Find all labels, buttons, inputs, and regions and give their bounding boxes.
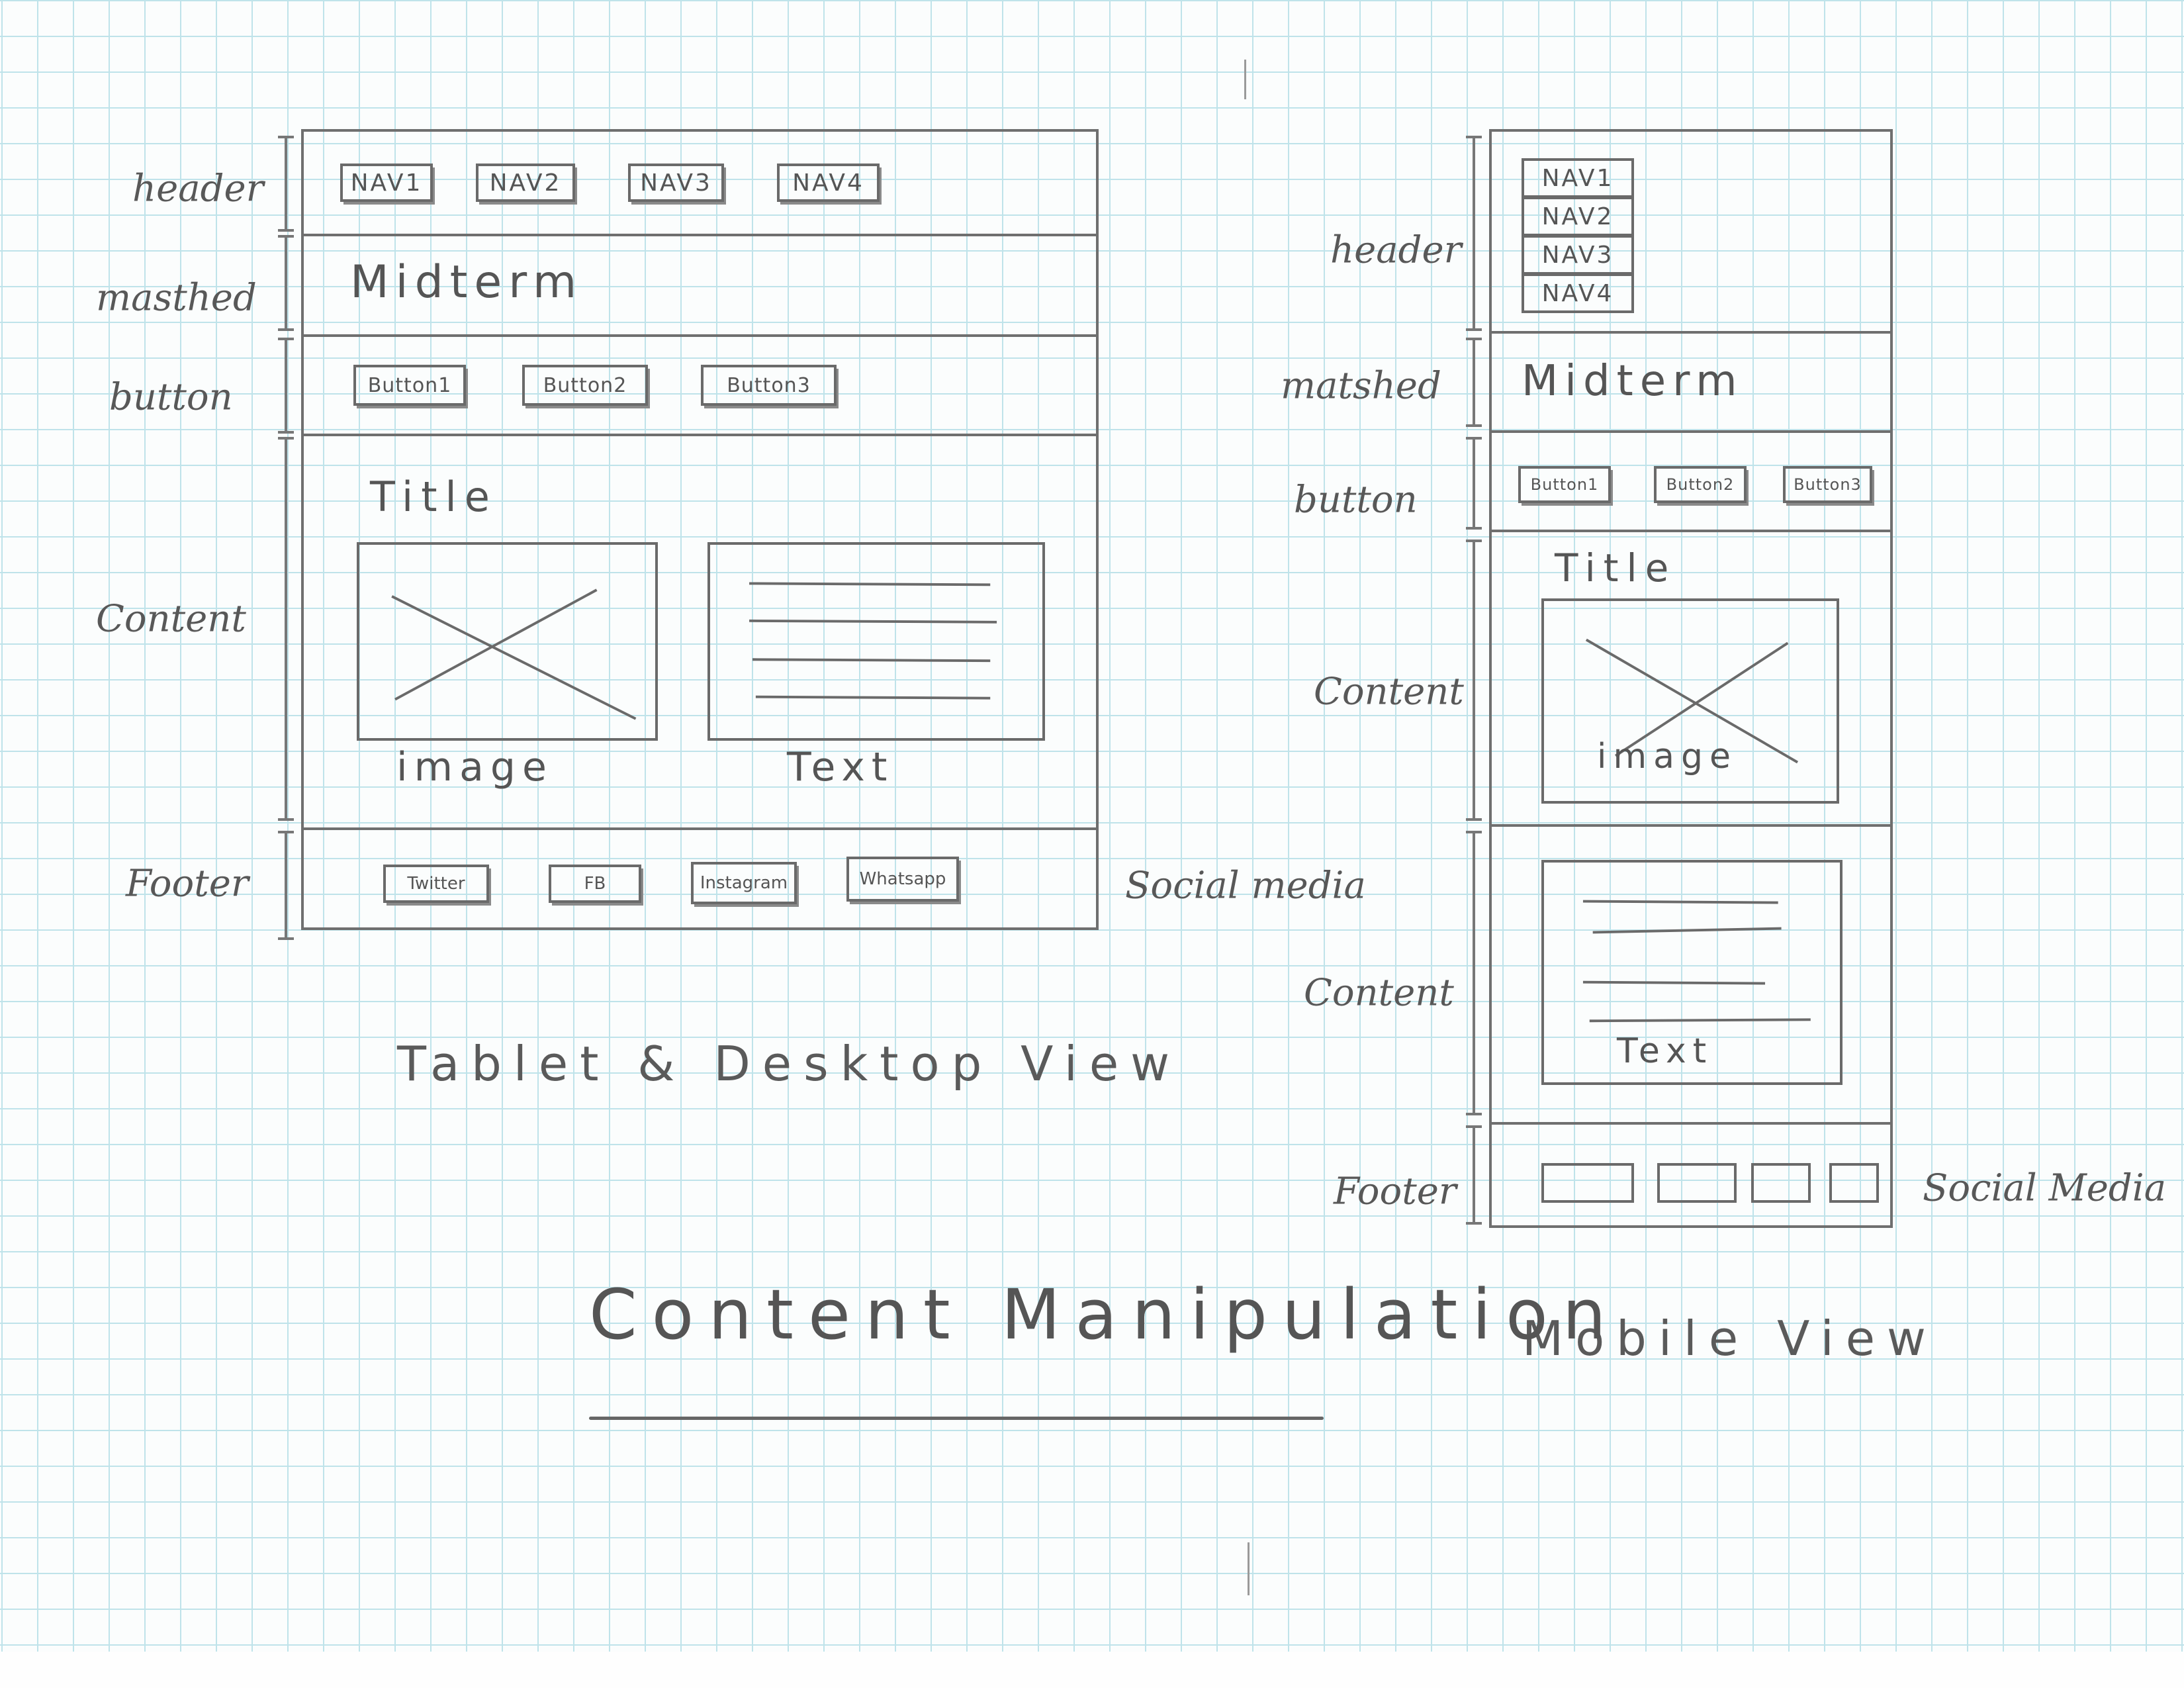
footer-height-marker — [278, 831, 294, 940]
mobile-view-caption: Mobile View — [1522, 1311, 1938, 1366]
mobile-header-row: NAV1 NAV2 NAV3 NAV4 — [1492, 132, 1890, 334]
image-cross-icon — [391, 588, 637, 720]
content-height-marker — [278, 437, 294, 821]
mobile-content2-height-marker — [1466, 831, 1482, 1115]
desktop-frame: NAV1 NAV2 NAV3 NAV4 Midterm Button1 Butt… — [301, 129, 1099, 930]
mobile-text-lines-icon — [1582, 900, 1811, 1023]
social-whatsapp[interactable]: Whatsapp — [846, 857, 959, 902]
nav-item-3[interactable]: NAV3 — [628, 164, 724, 202]
mobile-button-1[interactable]: Button1 — [1518, 466, 1611, 503]
mobile-header-height-marker — [1466, 136, 1482, 331]
mobile-button-row: Button1 Button2 Button3 — [1492, 433, 1890, 532]
image-caption: image — [396, 744, 553, 790]
page-title: Content Manipulation — [589, 1274, 1621, 1355]
masthead-row: Midterm — [304, 236, 1096, 337]
label-social-media: Social media — [1125, 864, 1366, 908]
button-1[interactable]: Button1 — [353, 365, 466, 406]
mobile-content-row-1: Title image — [1492, 532, 1890, 827]
header-height-marker — [278, 136, 294, 232]
mobile-social-box-4[interactable] — [1829, 1163, 1879, 1203]
content-title: Title — [370, 473, 498, 521]
label-masthead: masthed — [96, 276, 257, 320]
mobile-label-content-1: Content — [1314, 670, 1464, 714]
mobile-social-box-2[interactable] — [1657, 1163, 1737, 1203]
pencil-mark — [1248, 1542, 1250, 1595]
mobile-footer-row — [1492, 1125, 1890, 1227]
social-instagram[interactable]: Instagram — [691, 862, 797, 904]
mobile-content1-height-marker — [1466, 539, 1482, 821]
mobile-image-cross-icon — [1585, 638, 1799, 764]
button-2[interactable]: Button2 — [522, 365, 648, 406]
header-row: NAV1 NAV2 NAV3 NAV4 — [304, 132, 1096, 236]
pencil-mark — [1244, 60, 1246, 99]
label-content: Content — [96, 597, 246, 641]
mobile-label-button: button — [1294, 478, 1418, 522]
mobile-button-2[interactable]: Button2 — [1654, 466, 1747, 503]
mobile-label-footer: Footer — [1334, 1170, 1457, 1213]
mobile-nav-stack: NAV1 NAV2 NAV3 NAV4 — [1522, 158, 1634, 317]
nav-item-1[interactable]: NAV1 — [340, 164, 433, 202]
mobile-masthead-height-marker — [1466, 338, 1482, 427]
content-row: Title image Text — [304, 436, 1096, 830]
mobile-label-social-media: Social Media — [1923, 1166, 2167, 1210]
mobile-button-3[interactable]: Button3 — [1783, 466, 1872, 503]
mobile-label-masthead: matshed — [1281, 364, 1441, 408]
text-caption: Text — [787, 744, 894, 790]
mobile-image-placeholder: image — [1541, 598, 1839, 804]
mobile-nav-item-3[interactable]: NAV3 — [1522, 235, 1634, 275]
mobile-label-header: header — [1330, 228, 1462, 272]
mobile-social-box-1[interactable] — [1541, 1163, 1634, 1203]
masthead-title: Midterm — [350, 256, 584, 308]
mobile-footer-height-marker — [1466, 1125, 1482, 1225]
mobile-button-height-marker — [1466, 437, 1482, 530]
page-title-underline — [589, 1417, 1324, 1420]
masthead-height-marker — [278, 235, 294, 331]
mobile-frame: NAV1 NAV2 NAV3 NAV4 Midterm Button1 Butt… — [1489, 129, 1893, 1228]
label-footer: Footer — [126, 862, 249, 906]
button-row: Button1 Button2 Button3 — [304, 337, 1096, 436]
mobile-social-box-3[interactable] — [1751, 1163, 1811, 1203]
mobile-masthead-title: Midterm — [1522, 357, 1744, 406]
mobile-nav-item-4[interactable]: NAV4 — [1522, 273, 1634, 313]
mobile-content-title: Title — [1555, 545, 1677, 590]
mobile-text-caption: Text — [1617, 1031, 1713, 1071]
label-button: button — [109, 375, 233, 419]
text-placeholder — [707, 542, 1045, 741]
social-facebook[interactable]: FB — [549, 865, 641, 903]
mobile-label-content-2: Content — [1304, 971, 1454, 1015]
button-3[interactable]: Button3 — [701, 365, 837, 406]
nav-item-4[interactable]: NAV4 — [777, 164, 880, 202]
mobile-image-caption: image — [1597, 737, 1737, 776]
mobile-nav-item-1[interactable]: NAV1 — [1522, 158, 1634, 198]
text-lines-icon — [749, 582, 997, 700]
desktop-view-caption: Tablet & Desktop View — [397, 1036, 1182, 1092]
paper-bottom-margin — [0, 1652, 2184, 1688]
footer-row: Twitter FB Instagram Whatsapp — [304, 830, 1096, 929]
label-header: header — [132, 167, 264, 211]
mobile-masthead-row: Midterm — [1492, 334, 1890, 433]
nav-item-2[interactable]: NAV2 — [476, 164, 575, 202]
image-placeholder — [357, 542, 658, 741]
mobile-nav-item-2[interactable]: NAV2 — [1522, 197, 1634, 236]
mobile-content-row-2: Text — [1492, 827, 1890, 1125]
social-twitter[interactable]: Twitter — [383, 865, 489, 903]
button-height-marker — [278, 338, 294, 434]
mobile-text-placeholder: Text — [1541, 860, 1843, 1085]
